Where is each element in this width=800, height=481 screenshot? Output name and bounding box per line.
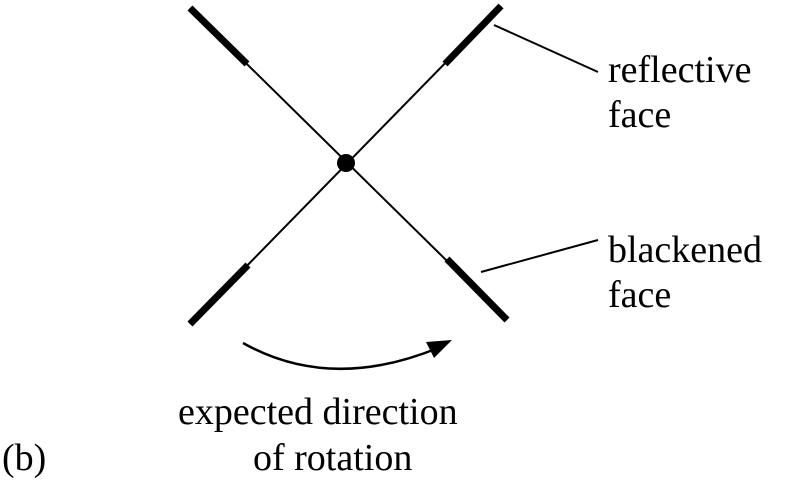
label-of-rotation: of rotation <box>253 437 412 479</box>
vane-top-left <box>187 5 250 67</box>
label-blackened: blackened <box>608 229 762 271</box>
vane-bottom-right <box>444 256 510 323</box>
vane-top-right <box>442 3 504 67</box>
label-blackened-face: face <box>608 274 671 316</box>
leader-reflective <box>493 24 599 73</box>
panel-label: (b) <box>2 437 46 479</box>
vane-bottom-left <box>187 262 251 327</box>
label-reflective: reflective <box>608 49 751 91</box>
rotation-arrow-head <box>426 340 452 358</box>
label-expected-direction: expected direction <box>178 391 458 433</box>
pivot-dot <box>337 154 355 172</box>
rotation-arrow-curve <box>242 341 439 371</box>
leader-blackened <box>480 239 599 273</box>
label-reflective-face: face <box>608 94 671 136</box>
